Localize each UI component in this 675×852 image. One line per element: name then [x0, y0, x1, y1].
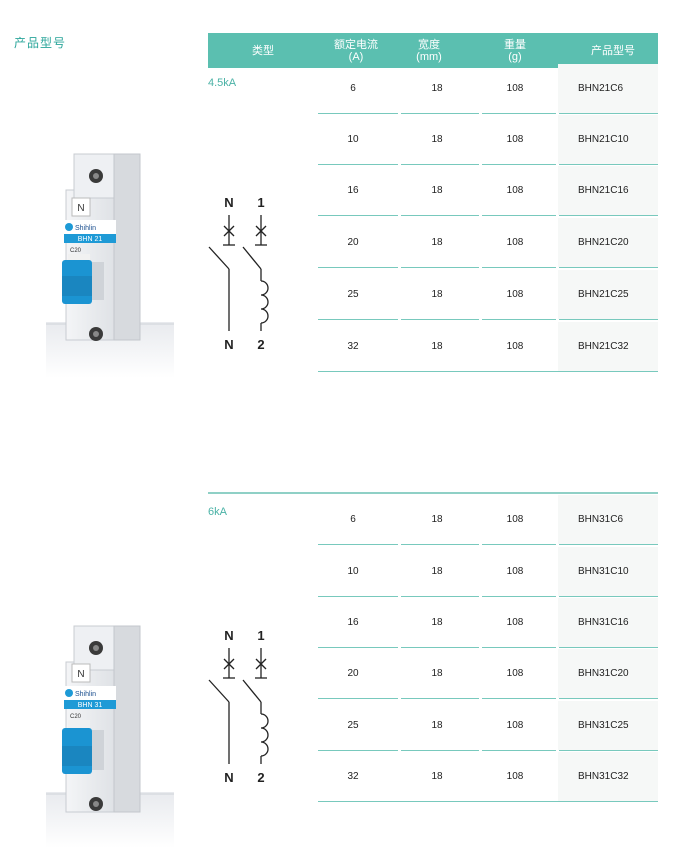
breaker-rating: C20: [70, 248, 82, 254]
circuit-diagram-1: N 1 N 2: [208, 195, 269, 352]
cell-weight: 108: [506, 134, 524, 145]
cell-model: BHN21C10: [578, 134, 629, 145]
cell-model: BHN21C20: [578, 237, 629, 248]
table-row: 20 18 108 BHN31C20: [318, 648, 658, 699]
cell-current: 16: [347, 617, 359, 628]
cell-width: 18: [431, 83, 443, 94]
cell-model: BHN31C32: [578, 771, 629, 782]
cell-model: BHN21C32: [578, 341, 629, 352]
section-label-2: 6kA: [208, 506, 227, 518]
cell-width: 18: [431, 617, 443, 628]
cell-width: 18: [431, 720, 443, 731]
header-type: 类型: [252, 44, 274, 57]
cell-width: 18: [431, 134, 443, 145]
section-label-1: 4.5kA: [208, 77, 237, 89]
cell-current: 6: [350, 83, 356, 94]
cell-model: BHN21C16: [578, 185, 629, 196]
cell-current: 20: [347, 237, 359, 248]
cell-current: 10: [347, 566, 359, 577]
cell-weight: 108: [506, 771, 524, 782]
table-header: 类型 额定电流 (A) 宽度 (mm) 重量 (g) 产品型号: [208, 33, 658, 68]
table-row: 6 18 108 BHN31C6: [318, 494, 658, 545]
cell-width: 18: [431, 514, 443, 525]
header-weight: 重量 (g): [486, 33, 544, 68]
table-row: 32 18 108 BHN31C32: [318, 751, 658, 802]
cell-model: BHN21C6: [578, 83, 624, 94]
cell-model: BHN31C20: [578, 668, 629, 679]
cell-current: 16: [347, 185, 359, 196]
table-row: 6 18 108 BHN21C6: [318, 63, 658, 114]
header-weight-label: 重量: [504, 38, 526, 51]
cell-model: BHN31C25: [578, 720, 629, 731]
cell-weight: 108: [506, 83, 524, 94]
circuit-diagram-2: N 1 N 2: [208, 628, 269, 785]
breaker-rating: C20: [70, 714, 82, 720]
cell-width: 18: [431, 668, 443, 679]
breaker-image-bhn31: N Shihlin BHN 31 C20: [46, 625, 174, 848]
diagram-bottom-left: N: [224, 337, 233, 352]
header-width: 宽度 (mm): [400, 33, 458, 68]
cell-weight: 108: [506, 720, 524, 731]
breaker-image-bhn21: N Shihlin BHN 21 C20: [46, 153, 174, 378]
table-row: 20 18 108 BHN21C20: [318, 217, 658, 268]
cell-weight: 108: [506, 514, 524, 525]
table-row: 32 18 108 BHN21C32: [318, 321, 658, 372]
cell-model: BHN31C6: [578, 514, 624, 525]
table-row: 10 18 108 BHN31C10: [318, 546, 658, 597]
header-width-unit: (mm): [416, 50, 442, 63]
cell-weight: 108: [506, 341, 524, 352]
diagram-bottom-left: N: [224, 770, 233, 785]
cell-current: 32: [347, 341, 359, 352]
cell-width: 18: [431, 341, 443, 352]
cell-current: 6: [350, 514, 356, 525]
cell-weight: 108: [506, 289, 524, 300]
cell-model: BHN31C10: [578, 566, 629, 577]
header-current-label: 额定电流: [334, 38, 378, 51]
diagram-top-right: 1: [257, 195, 264, 210]
cell-width: 18: [431, 289, 443, 300]
diagram-bottom-right: 2: [257, 337, 264, 352]
table-row: 25 18 108 BHN31C25: [318, 700, 658, 751]
breaker-n-mark: N: [77, 203, 84, 214]
section-divider: [208, 492, 658, 494]
cell-weight: 108: [506, 237, 524, 248]
cell-current: 25: [347, 720, 359, 731]
cell-current: 25: [347, 289, 359, 300]
header-model: 产品型号: [591, 44, 635, 57]
header-current: 额定电流 (A): [320, 33, 392, 68]
cell-width: 18: [431, 185, 443, 196]
cell-model: BHN21C25: [578, 289, 629, 300]
header-weight-unit: (g): [508, 50, 522, 63]
diagram-bottom-right: 2: [257, 770, 264, 785]
cell-width: 18: [431, 237, 443, 248]
diagram-top-right: 1: [257, 628, 264, 643]
cell-current: 10: [347, 134, 359, 145]
cell-width: 18: [431, 566, 443, 577]
cell-weight: 108: [506, 185, 524, 196]
breaker-brand: Shihlin: [75, 225, 96, 232]
cell-width: 18: [431, 771, 443, 782]
table-row: 25 18 108 BHN21C25: [318, 269, 658, 320]
cell-current: 32: [347, 771, 359, 782]
breaker-brand: Shihlin: [75, 691, 96, 698]
diagram-top-left: N: [224, 195, 233, 210]
section-title: 产品型号: [14, 36, 67, 50]
diagram-top-left: N: [224, 628, 233, 643]
table-row: 16 18 108 BHN21C16: [318, 165, 658, 216]
header-width-label: 宽度: [418, 38, 440, 51]
table-row: 10 18 108 BHN21C10: [318, 114, 658, 165]
header-current-unit: (A): [348, 50, 364, 63]
breaker-n-mark: N: [77, 669, 84, 680]
breaker-model-label: BHN 21: [78, 236, 103, 243]
table-row: 16 18 108 BHN31C16: [318, 597, 658, 648]
breaker-model-label: BHN 31: [78, 702, 103, 709]
cell-weight: 108: [506, 668, 524, 679]
cell-current: 20: [347, 668, 359, 679]
cell-weight: 108: [506, 617, 524, 628]
cell-weight: 108: [506, 566, 524, 577]
cell-model: BHN31C16: [578, 617, 629, 628]
